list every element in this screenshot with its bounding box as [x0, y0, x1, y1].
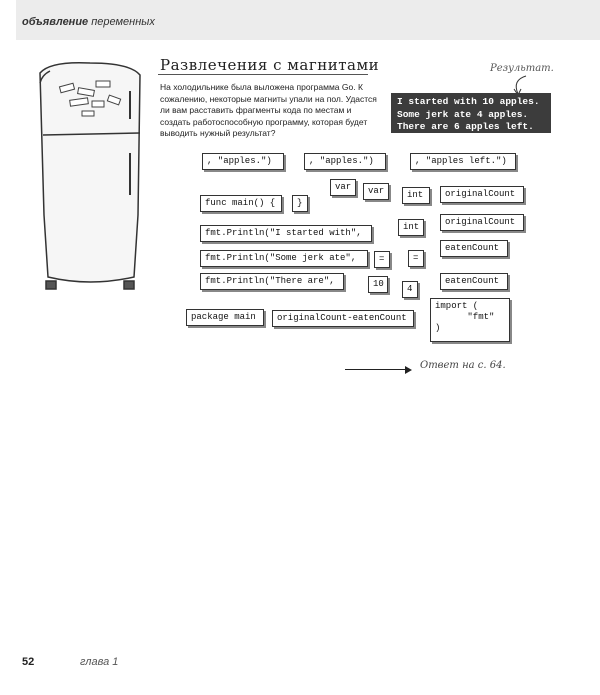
- chapter-label: глава 1: [80, 656, 119, 668]
- fridge-illustration: [39, 61, 141, 290]
- magnet-import-fmt[interactable]: import ( "fmt" ): [430, 298, 510, 342]
- magnet-apples-2[interactable]: , "apples."): [304, 153, 386, 170]
- section-title: Развлечения с магнитами: [160, 56, 380, 74]
- program-output: I started with 10 apples. Some jerk ate …: [391, 93, 551, 133]
- output-line: Some jerk ate 4 apples.: [397, 108, 529, 120]
- result-label: Результат.: [490, 63, 554, 74]
- title-underline: [158, 74, 368, 75]
- magnet-println-jerk[interactable]: fmt.Println("Some jerk ate",: [200, 250, 368, 267]
- magnet-println-there[interactable]: fmt.Println("There are",: [200, 273, 344, 290]
- arrow-head-icon: [405, 366, 412, 374]
- intro-text: На холодильнике была выложена программа …: [160, 82, 377, 138]
- magnet-apples-left[interactable]: , "apples left."): [410, 153, 516, 170]
- magnet-package-main[interactable]: package main: [186, 309, 264, 326]
- magnet-int-2[interactable]: int: [398, 219, 424, 236]
- magnet-equals-1[interactable]: =: [374, 251, 390, 268]
- magnet-equals-2[interactable]: =: [408, 250, 424, 267]
- answer-arrow: [345, 369, 409, 370]
- magnet-func-main[interactable]: func main() {: [200, 195, 282, 212]
- magnet-close-brace[interactable]: }: [292, 195, 308, 212]
- magnet-apples-1[interactable]: , "apples."): [202, 153, 284, 170]
- magnet-ten[interactable]: 10: [368, 276, 388, 293]
- output-line: I started with 10 apples.: [397, 96, 540, 107]
- answer-reference: Ответ на с. 64.: [420, 360, 506, 371]
- page-number: 52: [22, 656, 35, 668]
- magnet-int-1[interactable]: int: [402, 187, 430, 204]
- magnet-originalcount-2[interactable]: originalCount: [440, 214, 524, 231]
- output-line: There are 6 apples left.: [397, 121, 534, 132]
- magnet-println-started[interactable]: fmt.Println("I started with",: [200, 225, 372, 242]
- chapter-header: объявление переменных: [22, 16, 155, 28]
- magnet-var-1[interactable]: var: [330, 179, 356, 196]
- header-bold: объявление: [22, 16, 89, 28]
- magnet-var-2[interactable]: var: [363, 183, 389, 200]
- magnet-eatencount-1[interactable]: eatenCount: [440, 240, 508, 257]
- magnet-subtraction[interactable]: originalCount-eatenCount: [272, 310, 414, 327]
- magnet-four[interactable]: 4: [402, 281, 418, 298]
- chapter-header-bar: [16, 0, 600, 40]
- magnet-originalcount-1[interactable]: originalCount: [440, 186, 524, 203]
- header-rest: переменных: [91, 16, 155, 28]
- magnet-eatencount-2[interactable]: eatenCount: [440, 273, 508, 290]
